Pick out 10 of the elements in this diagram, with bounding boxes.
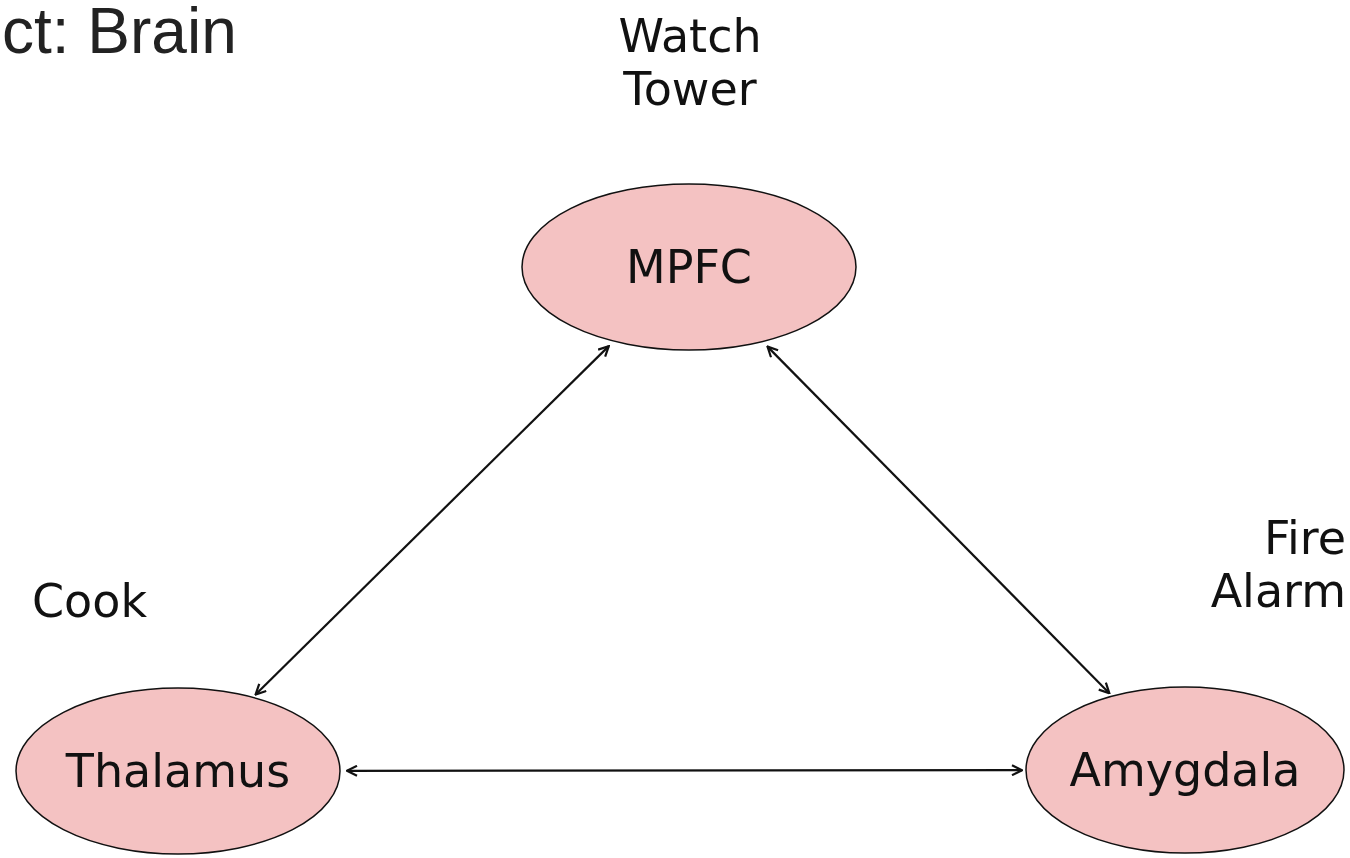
node-label: Thalamus <box>64 744 292 798</box>
slide-title: ct: Brain <box>2 0 237 68</box>
node-label: Amygdala <box>1068 743 1302 797</box>
node-caption: Cook <box>32 575 149 628</box>
node-caption: Fire Alarm <box>1209 512 1346 618</box>
arrow <box>254 345 610 696</box>
node-label: MPFC <box>625 240 753 294</box>
node-caption: Watch Tower <box>617 10 763 116</box>
arrow <box>345 764 1024 777</box>
arrow <box>766 345 1111 695</box>
